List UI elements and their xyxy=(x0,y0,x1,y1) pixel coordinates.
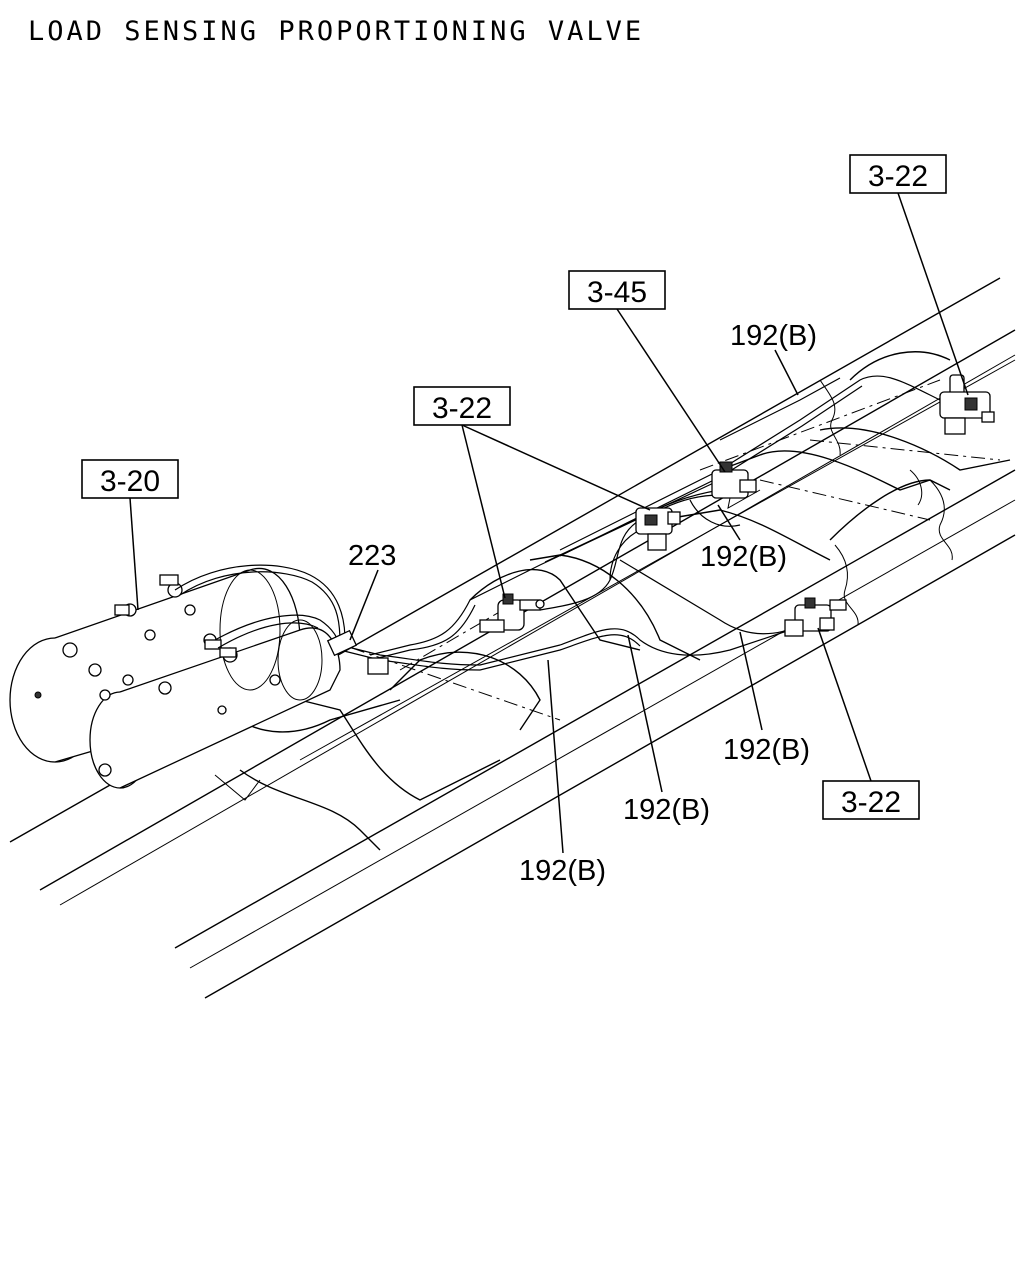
callout-192b-top: 192(B) xyxy=(730,320,817,352)
air-tank-assembly xyxy=(9,567,341,789)
valve-3-22-upper-center xyxy=(635,507,681,551)
callout-192b-bottom: 192(B) xyxy=(519,855,606,887)
valve-3-45 xyxy=(711,461,761,509)
diagram-title: LOAD SENSING PROPORTIONING VALVE xyxy=(28,16,645,47)
ref-box-top-right-label: 3-22 xyxy=(868,160,928,193)
callouts: 223 192(B) 192(B) 192(B) 192(B) 192(B) xyxy=(348,320,817,887)
ref-box-3-45[interactable]: 3-45 xyxy=(568,270,666,310)
ref-box-bottom-right-label: 3-22 xyxy=(841,786,901,819)
callout-192b-right: 192(B) xyxy=(723,734,810,766)
ref-box-3-20[interactable]: 3-20 xyxy=(81,459,179,499)
ref-box-bottom-right[interactable]: 3-22 xyxy=(822,780,920,820)
leader-lines xyxy=(129,192,969,854)
valve-3-22-top-right xyxy=(939,374,995,435)
callout-192b-center: 192(B) xyxy=(623,794,710,826)
ref-box-top-right[interactable]: 3-22 xyxy=(849,154,947,194)
ref-box-3-20-label: 3-20 xyxy=(100,465,160,498)
valve-3-22-right-lower xyxy=(784,597,847,637)
ref-box-center[interactable]: 3-22 xyxy=(413,386,511,426)
callout-223: 223 xyxy=(348,540,396,572)
ref-box-center-label: 3-22 xyxy=(432,392,492,425)
connector-223 xyxy=(326,629,389,675)
proportioning-valve-center xyxy=(479,593,545,633)
callout-192b-mid: 192(B) xyxy=(700,541,787,573)
ref-box-3-45-label: 3-45 xyxy=(587,276,647,309)
